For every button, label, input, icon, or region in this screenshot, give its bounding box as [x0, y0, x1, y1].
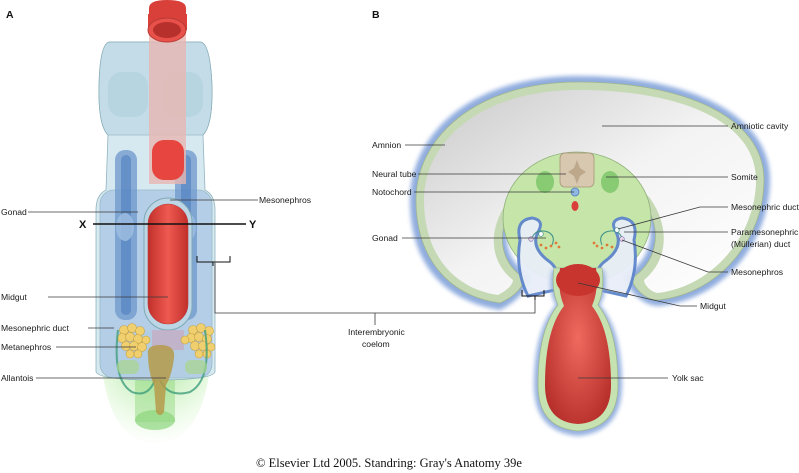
dorsal-aorta	[571, 201, 579, 211]
label-gonad-b: Gonad	[372, 233, 398, 243]
label-mesonephric-duct-a: Mesonephric duct	[1, 323, 69, 333]
label-gonad-a: Gonad	[1, 207, 27, 217]
panel-a-leaders	[28, 199, 258, 379]
section-marker-y: Y	[249, 219, 257, 231]
allantois	[147, 345, 175, 415]
label-midgut-b: Midgut	[700, 301, 726, 311]
coelom-bracket-a	[196, 256, 231, 266]
label-amnion: Amnion	[372, 140, 401, 150]
gonad-left	[116, 213, 134, 241]
allantois-base	[135, 410, 175, 430]
panel-a-diagram	[93, 0, 246, 445]
label-neural-tube: Neural tube	[372, 169, 417, 179]
section-marker-x: X	[79, 219, 87, 231]
mesonephros-b-right	[592, 227, 625, 250]
label-notochord: Notochord	[372, 187, 412, 197]
mesonephric-duct-curves	[115, 329, 208, 395]
yolk-sac	[545, 268, 611, 424]
panel-b-leaders	[402, 125, 728, 379]
label-paramesonephric-duct-2: (Müllerian) duct	[731, 239, 791, 249]
label-midgut-a: Midgut	[1, 292, 27, 302]
somite-right	[601, 171, 619, 193]
coelom-right	[594, 216, 637, 298]
panel-label-b: B	[372, 9, 380, 21]
label-allantois-a: Allantois	[1, 373, 33, 383]
label-somite: Somite	[731, 172, 758, 182]
somite-left	[536, 171, 554, 193]
metanephros-left	[117, 323, 151, 359]
label-yolk-sac: Yolk sac	[672, 373, 704, 383]
coelom-left	[517, 216, 560, 298]
amniotic-cavity	[424, 90, 756, 295]
label-metanephros-a: Metanephros	[1, 342, 51, 352]
copyright-credit: © Elsevier Ltd 2005. Standring: Gray's A…	[256, 456, 522, 470]
midgut-b	[556, 264, 600, 296]
label-paramesonephric-duct-1: Paramesonephric	[731, 227, 799, 237]
mesonephros-b-left	[528, 230, 561, 250]
label-mesonephric-duct-b: Mesonephric duct	[731, 202, 799, 212]
panel-label-a: A	[6, 9, 14, 21]
label-mesonephros-a: Mesonephros	[259, 195, 311, 205]
label-interembryonic-coelom-1: Interembryonic	[348, 327, 406, 337]
label-amniotic-cavity: Amniotic cavity	[731, 121, 789, 131]
panel-b-diagram	[410, 76, 770, 436]
coelom-bracket-b	[521, 290, 545, 300]
label-interembryonic-coelom-2: coelom	[362, 339, 390, 349]
label-mesonephros-b: Mesonephros	[731, 267, 783, 277]
